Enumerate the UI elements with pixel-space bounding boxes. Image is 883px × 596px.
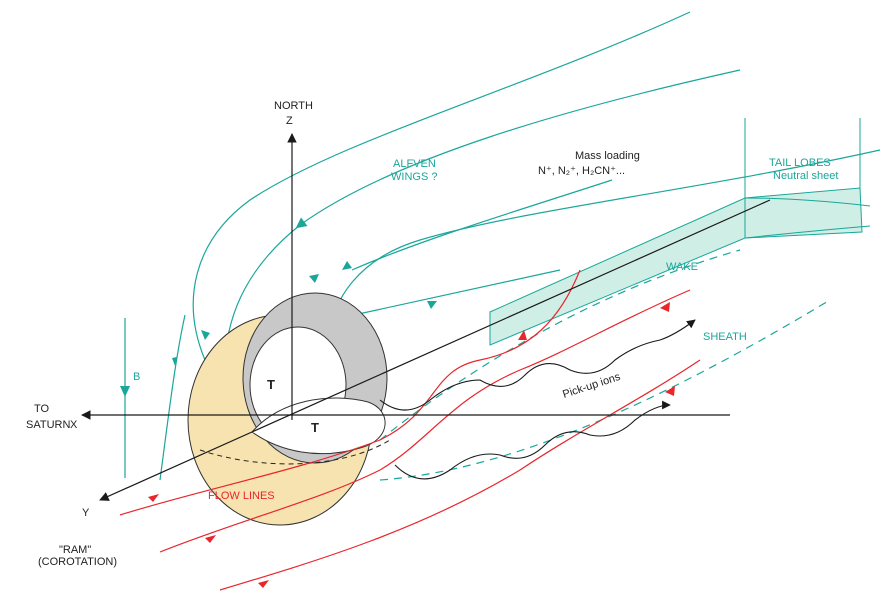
red-arrow-4 <box>518 330 527 340</box>
north-label: NORTH <box>274 100 313 112</box>
titan-equator <box>199 439 391 465</box>
corotation-label: (COROTATION) <box>38 556 117 568</box>
to-label: TO <box>34 403 50 415</box>
tail-lobes-label: TAIL LOBES <box>769 157 831 169</box>
alfven-label: ALFVEN <box>393 158 436 170</box>
alfven-wings-label: WINGS ? <box>391 171 437 183</box>
red-arrow-5 <box>660 302 670 312</box>
mass-loading-label: Mass loading <box>575 150 640 162</box>
ram-label: "RAM" <box>59 544 91 556</box>
red-arrow-3 <box>258 580 269 588</box>
teal-arrow-4 <box>201 330 210 340</box>
ionosphere-lower-lobe <box>251 397 386 455</box>
alfven-field-line-6 <box>159 314 186 481</box>
alfven-field-line-3 <box>329 149 881 341</box>
flow-arrowheads <box>148 302 675 588</box>
tail-lobes-region <box>489 118 871 346</box>
pickup-ions-label: Pick-up ions <box>561 371 622 401</box>
y-axis <box>99 199 771 501</box>
t-lower-label: T <box>311 420 319 435</box>
alfven-field-line-4 <box>351 179 613 271</box>
pickup-ion-path-1 <box>379 319 696 411</box>
red-arrow-1 <box>148 494 159 502</box>
flow-lines <box>119 269 701 591</box>
flow-line-2 <box>159 289 691 553</box>
t-upper-label: T <box>267 377 275 392</box>
teal-arrow-3 <box>427 301 437 309</box>
alfven-field-line-2 <box>224 69 741 361</box>
pickup-ion-trajectories <box>379 319 696 480</box>
wake-boundary <box>379 249 741 441</box>
saturn-label: SATURN <box>26 419 70 431</box>
teal-arrow-5 <box>172 357 177 366</box>
neutral-sheet-label: Neutral sheet <box>773 170 838 182</box>
red-arrow-6 <box>665 386 675 396</box>
flow-line-1 <box>119 269 581 516</box>
alfven-arrowheads <box>172 261 437 366</box>
wake-label: WAKE <box>666 261 698 273</box>
flow-line-3 <box>219 359 701 591</box>
pickup-ion-path-2 <box>394 400 671 480</box>
mass-loading-species: N⁺, N₂⁺, H₂CN⁺... <box>538 165 625 177</box>
teal-arrow-1 <box>309 274 319 283</box>
x-axis-label: X <box>70 419 78 431</box>
flow-lines-label: FLOW LINES <box>208 490 275 502</box>
alfven-field-line-5 <box>339 269 561 319</box>
b-field-line <box>120 318 130 478</box>
alfven-field-line-1 <box>192 11 691 361</box>
coordinate-axes <box>81 133 771 501</box>
b-field-label: B <box>133 371 140 383</box>
sheath-label: SHEATH <box>703 331 747 343</box>
y-axis-label: Y <box>82 507 90 519</box>
red-arrow-2 <box>205 535 216 543</box>
z-axis-label: Z <box>286 115 293 127</box>
teal-arrow-2 <box>342 261 352 270</box>
